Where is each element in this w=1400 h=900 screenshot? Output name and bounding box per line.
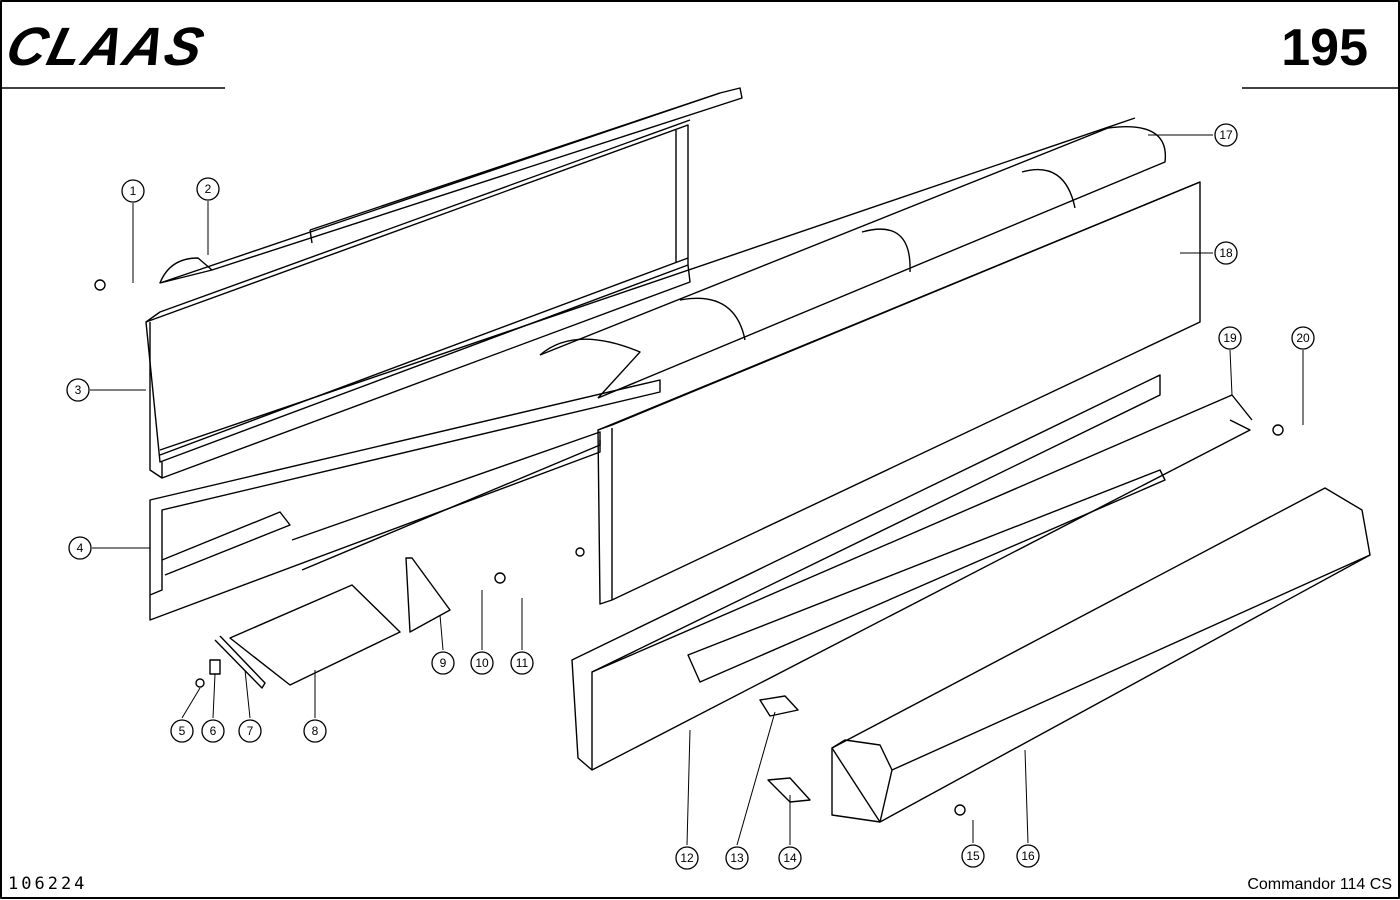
callout-4: 4 bbox=[77, 541, 84, 555]
callout-13: 13 bbox=[730, 851, 744, 865]
callout-labels: 1 2 3 4 5 6 7 8 9 10 11 12 13 14 15 16 1… bbox=[75, 128, 1310, 865]
part-10-nut bbox=[494, 572, 506, 584]
part-17-hood bbox=[159, 117, 1167, 451]
callout-19: 19 bbox=[1223, 331, 1237, 345]
part-1-screw bbox=[94, 279, 106, 291]
callout-15: 15 bbox=[966, 849, 980, 863]
document-number: 106224 bbox=[8, 874, 88, 894]
callout-20: 20 bbox=[1296, 331, 1310, 345]
callout-8: 8 bbox=[312, 724, 319, 738]
part-6-bolt bbox=[209, 659, 221, 675]
callout-12: 12 bbox=[680, 851, 694, 865]
part-14-clip bbox=[767, 777, 811, 803]
callout-5: 5 bbox=[179, 724, 186, 738]
part-16-end-cover bbox=[831, 487, 1371, 823]
part-18-front-panel bbox=[597, 181, 1201, 605]
part-9-bracket bbox=[405, 557, 451, 633]
callout-18: 18 bbox=[1219, 246, 1233, 260]
callout-6: 6 bbox=[210, 724, 217, 738]
callout-10: 10 bbox=[475, 656, 489, 670]
callout-1: 1 bbox=[130, 184, 137, 198]
callout-7: 7 bbox=[247, 724, 254, 738]
callout-2: 2 bbox=[205, 182, 212, 196]
callout-11: 11 bbox=[516, 656, 529, 670]
leader-lines bbox=[90, 134, 1304, 846]
part-5-washer bbox=[195, 678, 205, 688]
callout-3: 3 bbox=[75, 383, 82, 397]
model-name: Commandor 114 CS bbox=[1247, 876, 1392, 893]
callout-17: 17 bbox=[1219, 128, 1233, 142]
part-13-clip bbox=[759, 695, 799, 717]
part-11-washer bbox=[575, 547, 585, 557]
callout-16: 16 bbox=[1021, 849, 1035, 863]
part-3-side-panel bbox=[145, 119, 691, 479]
part-15-washer bbox=[954, 804, 966, 816]
callout-9: 9 bbox=[440, 656, 447, 670]
callout-circles bbox=[66, 123, 1315, 870]
part-20-nut bbox=[1272, 424, 1284, 436]
part-8-plate bbox=[214, 584, 401, 689]
part-2-cover-strip bbox=[159, 87, 743, 284]
part-12-lower-channel bbox=[571, 374, 1253, 771]
callout-14: 14 bbox=[783, 851, 797, 865]
page-number: 195 bbox=[1281, 19, 1368, 77]
part-4-lower-panel bbox=[149, 379, 661, 621]
